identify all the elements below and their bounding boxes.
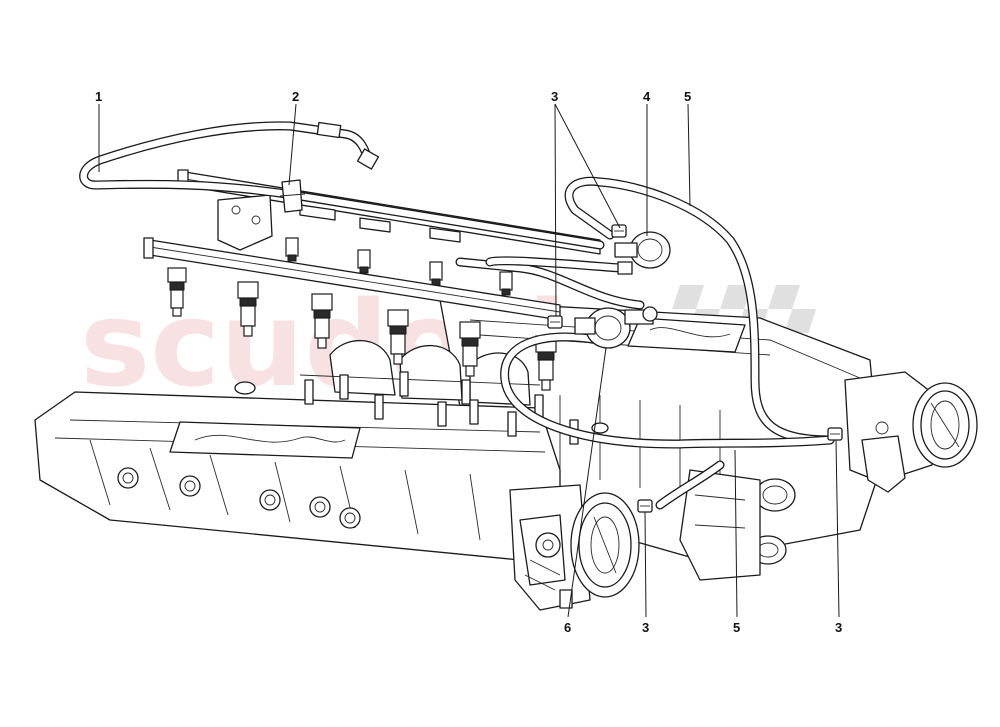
- coolant-outlets: [679, 469, 796, 581]
- callout-5-top: 5: [684, 89, 691, 104]
- front-fuel-rail: [143, 237, 561, 391]
- intake-runners: [299, 339, 541, 406]
- callout-labels: 1 2 3 4 5 6 3 5 3: [95, 89, 842, 635]
- callout-5-bottom: 5: [733, 620, 740, 635]
- front-injectors: [167, 267, 557, 391]
- pressure-regulator-item-4: [614, 231, 671, 275]
- rear-throttle-body: [844, 371, 978, 493]
- callout-3-bottom-left: 3: [642, 620, 649, 635]
- callout-2: 2: [292, 89, 299, 104]
- hose-clamps-item-3: [547, 224, 843, 513]
- callout-1: 1: [95, 89, 102, 104]
- hose-item-5: [500, 176, 835, 510]
- rear-injectors: [285, 237, 513, 296]
- leader-lines: [98, 103, 840, 618]
- callout-4: 4: [643, 89, 651, 104]
- fuel-hoses: [79, 121, 835, 510]
- hose-item-1: [79, 121, 605, 250]
- front-throttle-body: [509, 484, 640, 611]
- callout-3-bottom-right: 3: [835, 620, 842, 635]
- pressure-regulator-item-6: [574, 306, 658, 349]
- intake-bosses: [117, 467, 361, 529]
- callout-6: 6: [564, 620, 571, 635]
- callout-3-top: 3: [551, 89, 558, 104]
- bracket-item-2: [279, 179, 306, 213]
- front-intake-plenum: [34, 391, 561, 561]
